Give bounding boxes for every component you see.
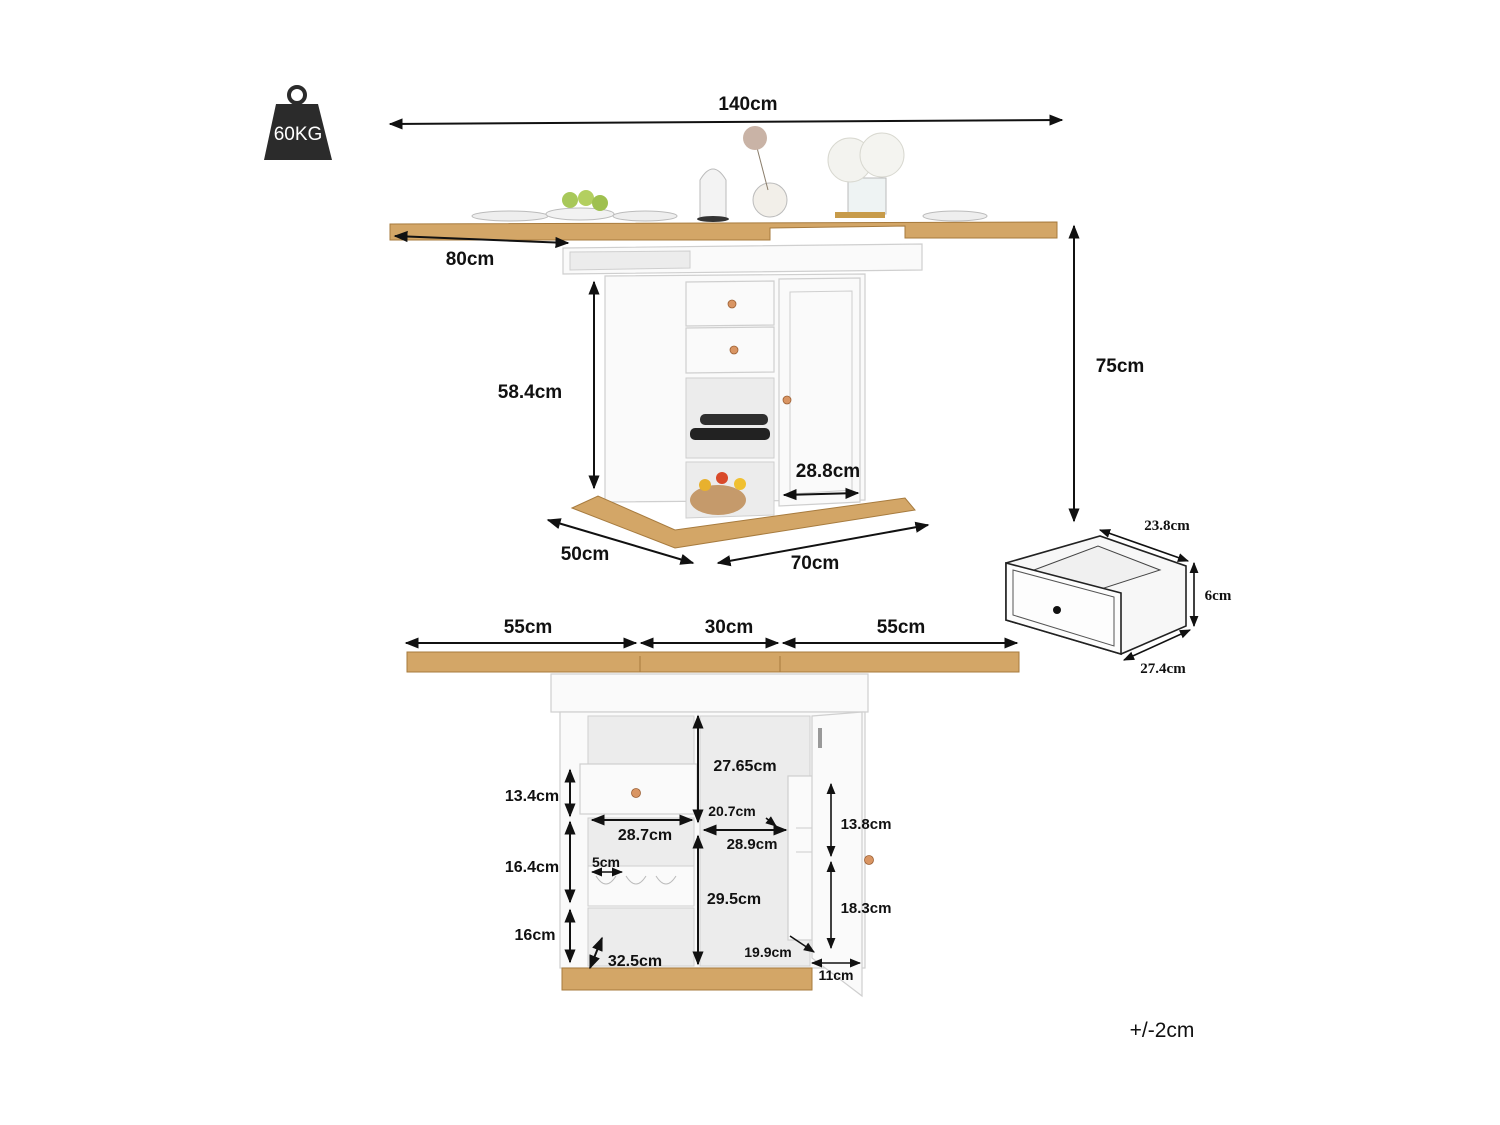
drawer-width-label: 23.8cm — [1144, 518, 1190, 534]
drawer-width-label: 28.7cm — [618, 827, 672, 844]
slot-label: 5cm — [592, 854, 620, 870]
front-view: 55cm 30cm 55cm 13.4cm 16.4cm 16cm — [404, 617, 1020, 998]
cabinet-door — [778, 277, 861, 507]
tolerance-label: +/-2cm — [1130, 1019, 1195, 1042]
front-drawer-knob — [631, 788, 641, 798]
door-knob — [782, 395, 792, 405]
center-label: 30cm — [705, 617, 754, 638]
right-leaf-label: 55cm — [877, 617, 926, 638]
leaf-label: 80cm — [446, 249, 495, 270]
depth-dimension-line — [546, 518, 695, 565]
drawer-height-label: 6cm — [1205, 588, 1232, 604]
height-label: 75cm — [1096, 356, 1145, 377]
width-dimension-line — [388, 114, 1064, 130]
drawer-2-knob — [729, 345, 739, 355]
drawer-detail-knob — [1053, 606, 1061, 614]
open-shelf — [569, 250, 691, 271]
cabinet-top-height-label: 27.65cm — [713, 758, 776, 775]
shelf-depth-label: 20.7cm — [708, 803, 755, 819]
bottom-depth-dimension-line — [589, 936, 603, 970]
cabinet-depth-dimension-line — [789, 935, 815, 953]
wine-height-label: 16.4cm — [505, 859, 559, 876]
tableware-decor — [471, 126, 988, 222]
bottom-height-label: 16cm — [515, 927, 556, 944]
door-width-label: 28.8cm — [796, 461, 860, 482]
drawer-detail: 23.8cm 6cm 27.4cm — [1005, 518, 1232, 677]
flower-basket — [690, 472, 746, 515]
wine-bottles — [690, 414, 770, 440]
open-door — [811, 711, 863, 998]
leaf-dimension-line — [393, 230, 570, 249]
cabinet-width-label: 28.9cm — [727, 836, 778, 853]
drawer-width-dimension-line — [1098, 529, 1190, 562]
drawer-1-knob — [727, 299, 737, 309]
front-base-plinth — [561, 967, 813, 991]
open-door-knob — [864, 855, 874, 865]
front-open-shelf — [587, 715, 695, 765]
base-width-label: 70cm — [791, 553, 840, 574]
perspective-view: 140cm 80cm — [388, 94, 1145, 574]
weight-label: 60KG — [274, 124, 323, 145]
base-width-dimension-line — [716, 521, 930, 567]
front-bottom-shelf — [587, 907, 695, 967]
front-wine-rack — [587, 817, 695, 875]
left-leaf-label: 55cm — [504, 617, 553, 638]
depth-label: 50cm — [561, 544, 610, 565]
bottom-depth-label: 32.5cm — [608, 953, 662, 970]
weight-icon: 60KG — [264, 85, 332, 160]
drawer-depth-dimension-line — [1122, 629, 1192, 661]
inner-height-label: 58.4cm — [498, 382, 562, 403]
door-shelf-top-label: 13.8cm — [841, 816, 892, 833]
drawer-height-label: 13.4cm — [505, 788, 559, 805]
drawer-depth-label: 27.4cm — [1140, 661, 1186, 677]
drawer-front — [1005, 561, 1122, 656]
table-top — [389, 221, 1058, 241]
front-table-top — [406, 651, 1020, 673]
cabinet-depth-label: 19.9cm — [744, 944, 791, 960]
door-shelf-bottom-label: 18.3cm — [841, 900, 892, 917]
width-label: 140cm — [718, 94, 777, 115]
door-width-dimension-line — [782, 487, 860, 501]
front-apron — [550, 673, 869, 713]
cabinet-bottom-height-label: 29.5cm — [707, 891, 761, 908]
door-depth-label: 11cm — [818, 967, 853, 983]
